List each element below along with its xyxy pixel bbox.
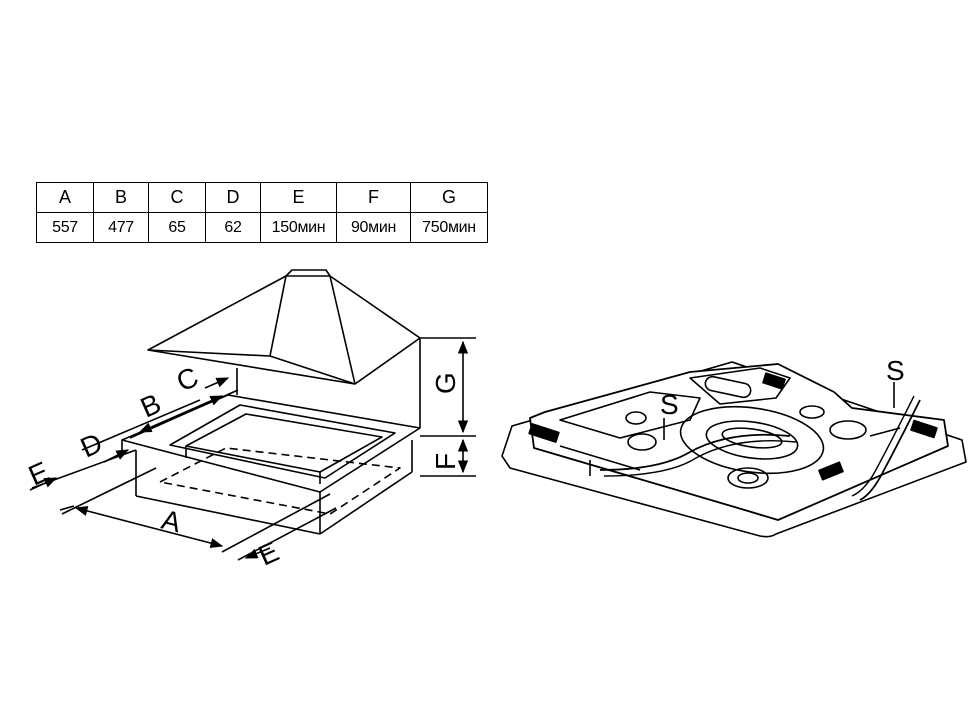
range-hood [147, 269, 421, 428]
value-e: 150мин [260, 212, 337, 243]
label-d: D [76, 427, 107, 464]
label-e-right: E [254, 536, 284, 572]
header-a: A [36, 182, 94, 213]
header-d: D [205, 182, 261, 213]
label-c: C [172, 361, 203, 398]
header-g: G [410, 182, 488, 213]
width-dimensions [29, 377, 337, 561]
value-b: 477 [93, 212, 149, 243]
label-s-right: S [886, 355, 905, 386]
cooktop-underside [501, 361, 967, 538]
value-a: 557 [36, 212, 94, 243]
cutout-diagram [29, 269, 476, 561]
label-s-left: S [660, 389, 679, 420]
label-a: A [159, 504, 185, 539]
label-e-left: E [24, 456, 54, 492]
label-g: G [430, 372, 461, 394]
height-dimensions [420, 337, 476, 477]
value-f: 90мин [336, 212, 411, 243]
label-f: F [430, 453, 461, 470]
value-d: 62 [205, 212, 261, 243]
value-g: 750мин [410, 212, 488, 243]
value-c: 65 [148, 212, 206, 243]
dimensions-table: A B C D E F G 557 477 65 62 150мин 90мин… [36, 182, 488, 243]
header-b: B [93, 182, 149, 213]
table-header-row: A B C D E F G [36, 182, 488, 213]
table-values-row: 557 477 65 62 150мин 90мин 750мин [36, 212, 488, 243]
label-b: B [136, 388, 166, 424]
